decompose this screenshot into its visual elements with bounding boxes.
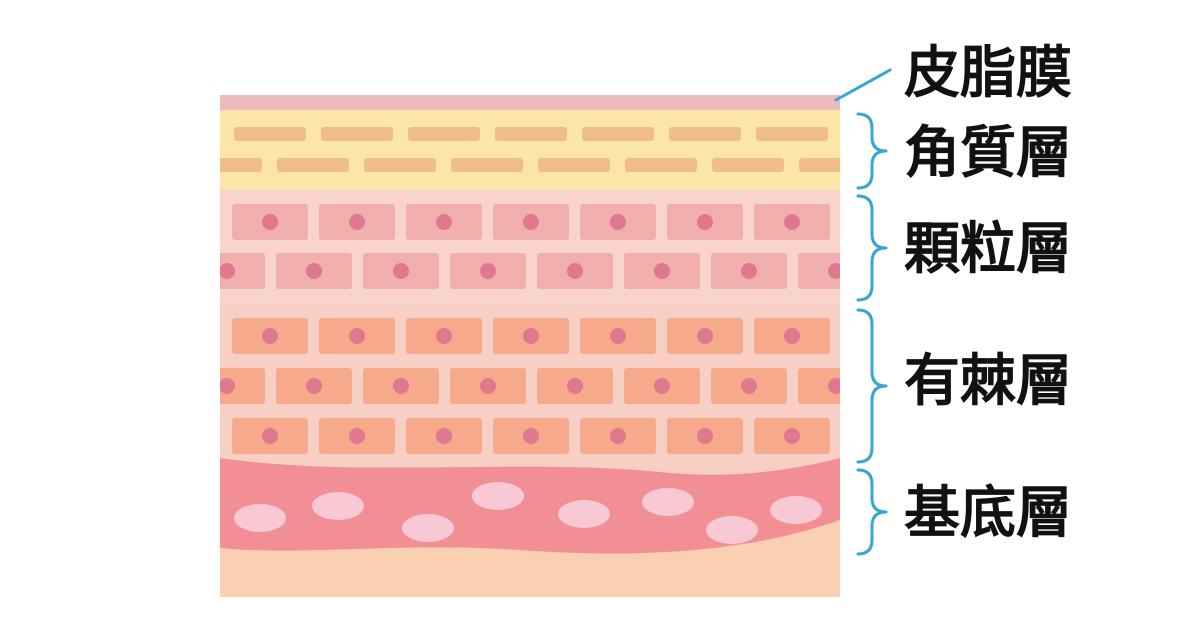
cell-nucleus: [349, 428, 365, 444]
skin-cross-section: [103, 95, 840, 597]
cell-nucleus: [697, 428, 713, 444]
cell-nucleus: [480, 378, 496, 394]
corneum-cell: [364, 158, 436, 172]
corneum-cell: [582, 127, 654, 141]
spinous-cell: [220, 368, 265, 404]
corneum-cell: [103, 158, 175, 172]
corneum-cell: [538, 158, 610, 172]
cell-nucleus: [741, 263, 757, 279]
clipped-layers: [103, 95, 840, 597]
label-stratum-basale: 基底層: [904, 481, 1072, 546]
brace-stratum-spinosum: [856, 308, 888, 464]
label-stratum-spinosum: 有棘層: [904, 349, 1072, 414]
basal-cell: [312, 492, 364, 520]
cell-nucleus: [828, 378, 840, 394]
corneum-cell: [495, 127, 567, 141]
cell-nucleus: [610, 214, 626, 230]
corneum-cell: [234, 127, 306, 141]
corneum-cell: [669, 127, 741, 141]
cell-nucleus: [349, 328, 365, 344]
cell-nucleus: [697, 328, 713, 344]
cell-nucleus: [523, 428, 539, 444]
layer-brackets: [834, 68, 892, 556]
basal-cell: [472, 482, 524, 510]
basal-cell: [402, 514, 454, 542]
cell-nucleus: [262, 214, 278, 230]
cell-nucleus: [436, 328, 452, 344]
sebum-connector-line: [834, 68, 892, 102]
basal-cell: [642, 488, 694, 516]
corneum-cell: [799, 158, 840, 172]
cell-nucleus: [480, 263, 496, 279]
corneum-cell: [277, 158, 349, 172]
basal-cell: [706, 516, 758, 544]
corneum-cell: [712, 158, 784, 172]
spinous-cell: [798, 368, 840, 404]
cell-nucleus: [220, 378, 235, 394]
cell-nucleus: [784, 328, 800, 344]
cell-nucleus: [393, 378, 409, 394]
cell-nucleus: [349, 214, 365, 230]
cell-nucleus: [654, 263, 670, 279]
cell-nucleus: [393, 263, 409, 279]
brace-stratum-corneum: [856, 112, 888, 190]
cell-nucleus: [784, 428, 800, 444]
cell-nucleus: [306, 378, 322, 394]
label-stratum-granulosum: 顆粒層: [904, 217, 1072, 282]
corneum-cell: [220, 158, 262, 172]
corneum-cell: [408, 127, 480, 141]
cell-nucleus: [523, 214, 539, 230]
cell-nucleus: [610, 328, 626, 344]
cell-nucleus: [436, 428, 452, 444]
cell-nucleus: [262, 328, 278, 344]
cell-nucleus: [220, 263, 235, 279]
sebum-membrane: [220, 95, 840, 110]
cell-nucleus: [436, 214, 452, 230]
cell-nucleus: [306, 263, 322, 279]
basal-cell: [770, 496, 822, 524]
corneum-cell: [756, 127, 828, 141]
brace-stratum-basale: [856, 468, 888, 556]
cell-nucleus: [697, 214, 713, 230]
brace-stratum-granulosum: [856, 194, 888, 302]
basal-layer-band: [220, 458, 840, 554]
cell-nucleus: [567, 378, 583, 394]
cell-nucleus: [567, 263, 583, 279]
basal-cell: [234, 504, 286, 532]
cell-nucleus: [828, 263, 840, 279]
cell-nucleus: [262, 428, 278, 444]
cell-nucleus: [610, 428, 626, 444]
cell-nucleus: [654, 378, 670, 394]
cell-nucleus: [784, 214, 800, 230]
corneum-cell: [451, 158, 523, 172]
granular-cell: [220, 253, 265, 289]
cell-nucleus: [741, 378, 757, 394]
corneum-cell: [321, 127, 393, 141]
basal-cell: [558, 500, 610, 528]
corneum-cell: [625, 158, 697, 172]
label-sebum-membrane: 皮脂膜: [904, 41, 1072, 106]
cell-nucleus: [523, 328, 539, 344]
label-stratum-corneum: 角質層: [904, 121, 1072, 186]
granular-cell: [798, 253, 840, 289]
corneum-layer-background: [220, 110, 840, 190]
